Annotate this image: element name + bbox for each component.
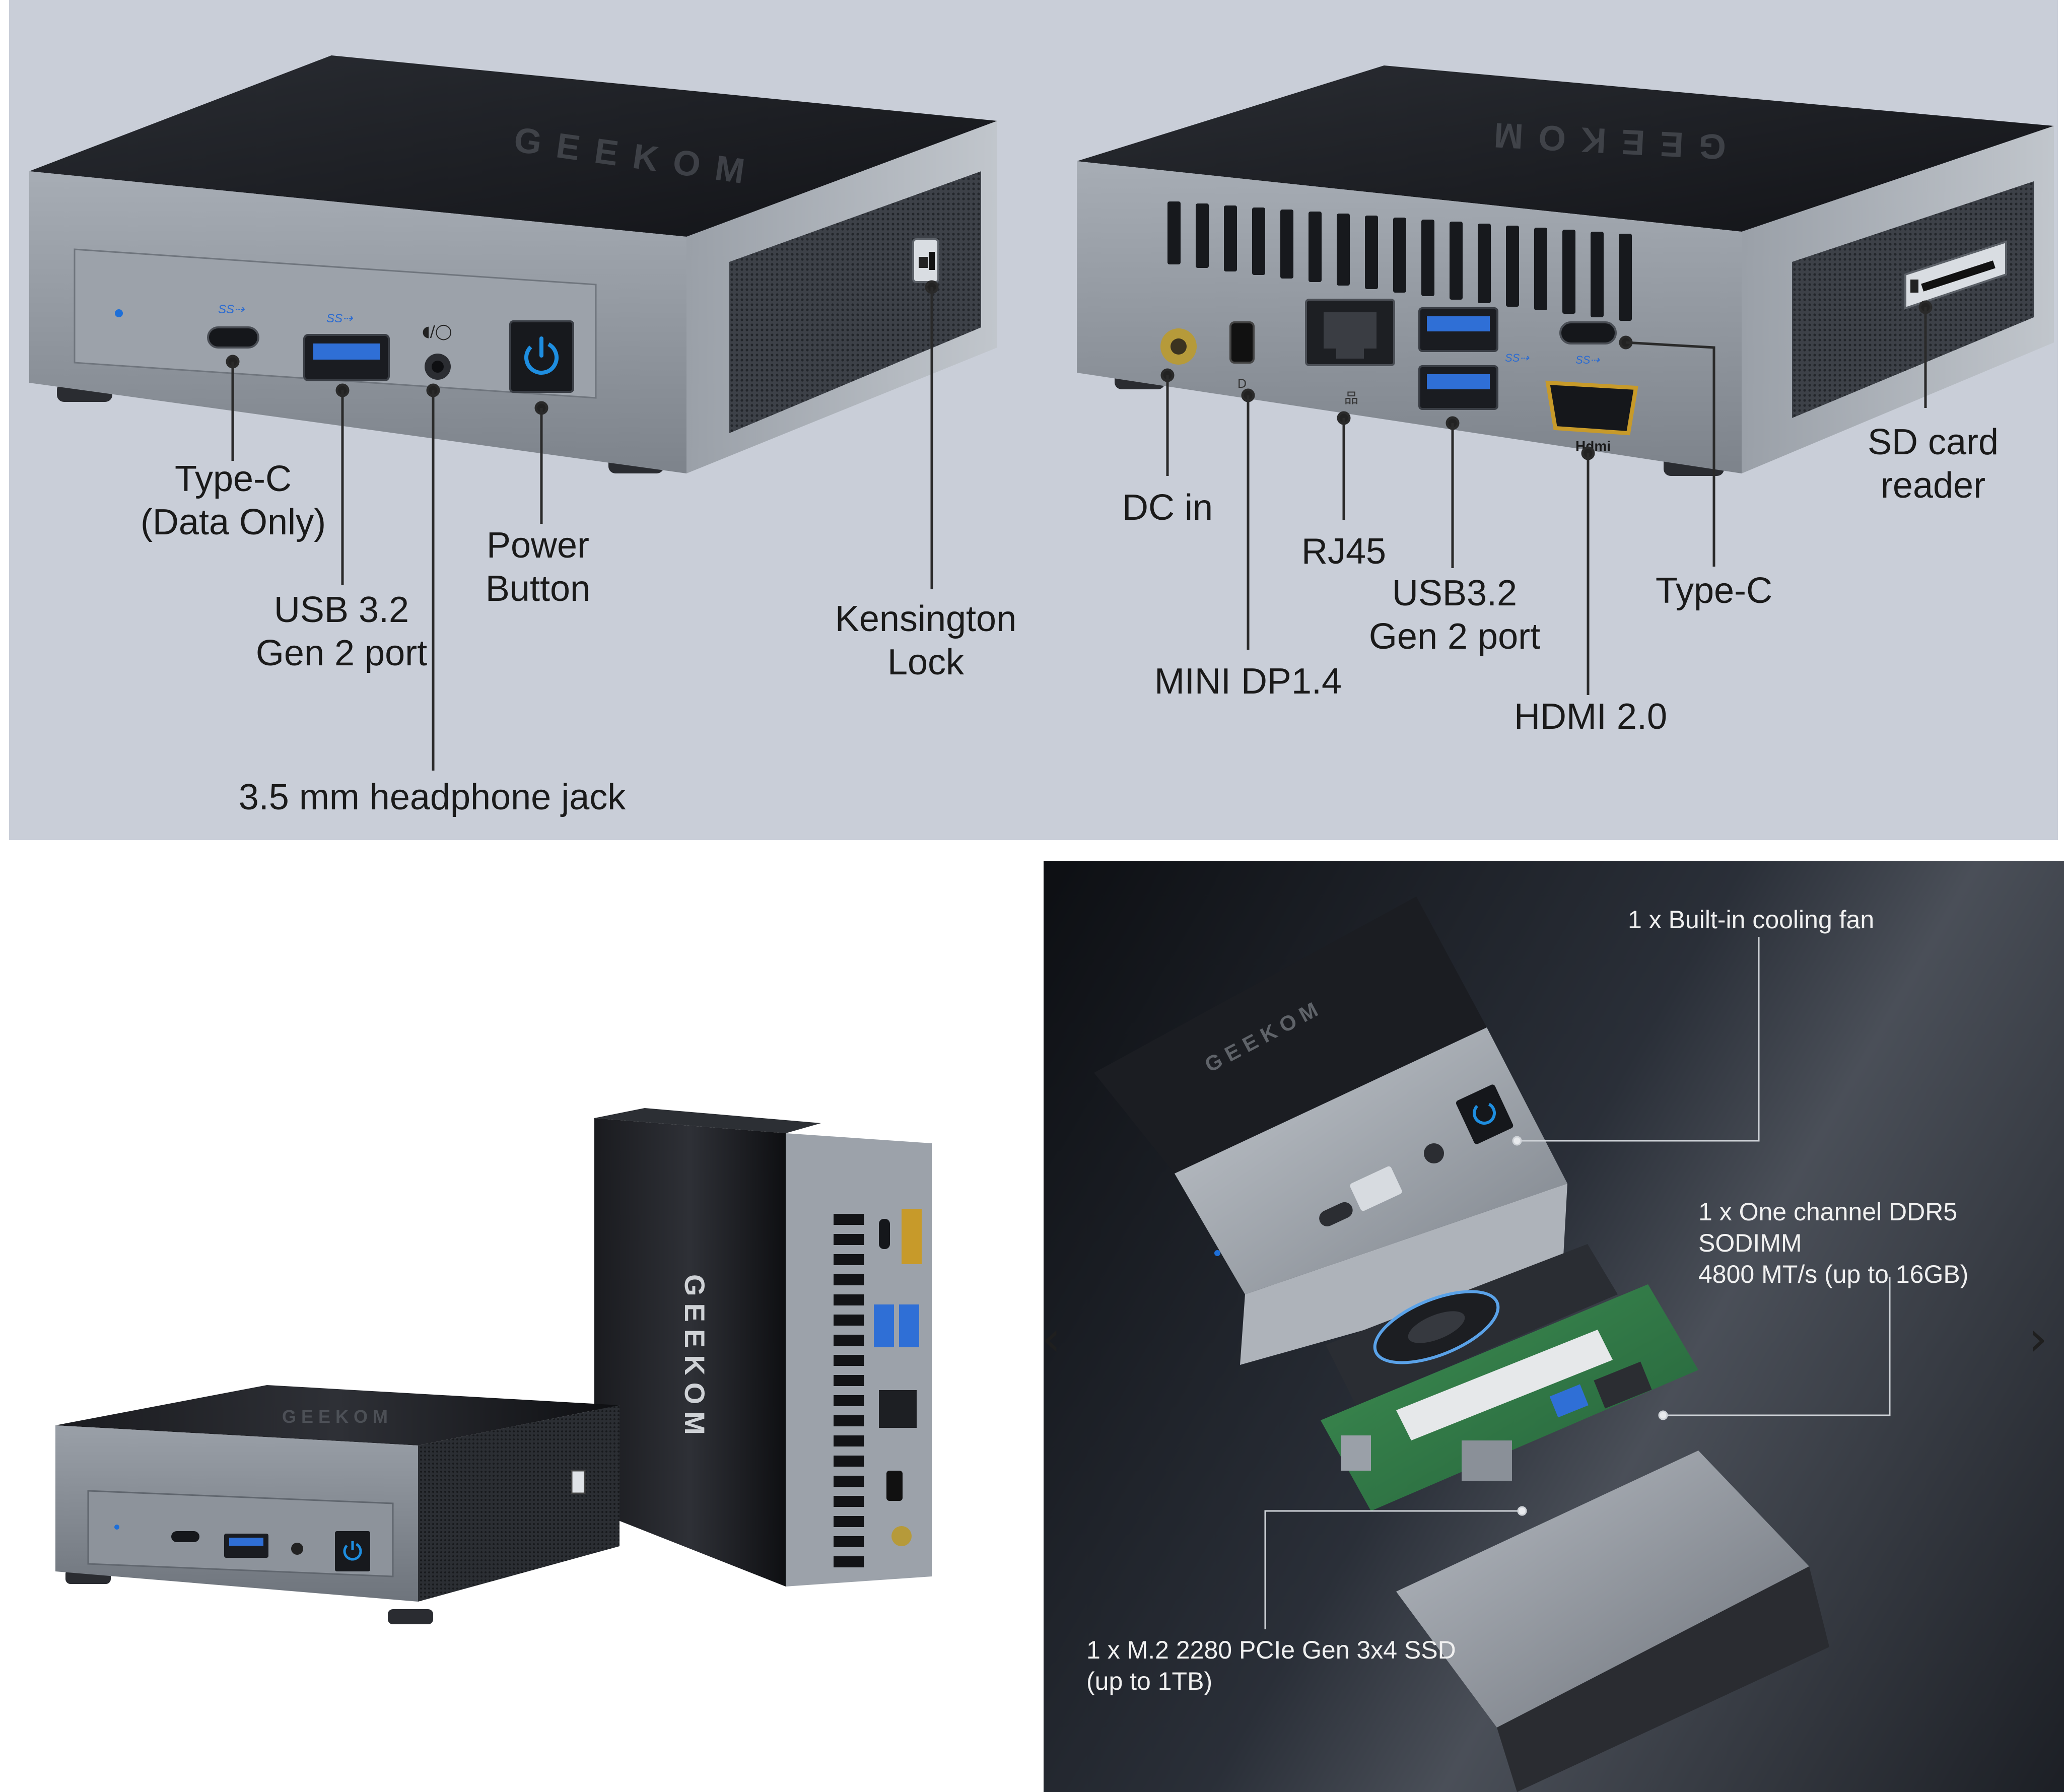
callout-rj45: RJ45 [1301,531,1387,572]
rear-usb-a-ports: SS⇢ [1418,307,1530,410]
callout-headphone-jack: 3.5 mm headphone jack [238,777,626,817]
callout-type-c-data-only: Type-C (Data Only) [140,459,326,542]
lying-unit-side [418,1405,620,1602]
power-icon [343,1542,362,1561]
callout-sd-card-reader: SD card reader [1867,422,1999,506]
callout-kensington-lock: Kensington Lock [835,599,1017,682]
kensington-lock-slot [912,238,939,283]
rj45-port: 品 [1305,299,1395,406]
front-view-device: GEEKOM SS⇢ SS⇢ ◖/◯ [29,55,997,473]
standing-unit-panel [594,1118,786,1587]
callout-power-button: Power Button [485,525,591,609]
sd-card-slot [1904,240,2007,310]
front-type-c-port: SS⇢ [207,303,259,349]
lying-unit-brand-text: GEEKOM [282,1406,393,1427]
label-m2-ssd: 1 x M.2 2280 PCIe Gen 3x4 SSD (up to 1TB… [1086,1636,1456,1695]
usb-ss-logo-icon: SS⇢ [326,312,353,325]
device-lid [29,55,997,237]
standing-unit-side [594,1108,821,1133]
usb-ss-logo-icon: SS⇢ [1505,352,1530,364]
front-callout-lines [226,280,939,771]
ports-diagram-panel: GEEKOM SS⇢ SS⇢ ◖/◯ [9,0,2058,840]
callout-rear-usb-port: USB3.2 Gen 2 port [1368,573,1541,657]
label-cooling-fan: 1 x Built-in cooling fan [1628,906,1875,934]
dc-in-port [1160,328,1197,365]
lying-unit-lid [55,1385,620,1445]
lock-icon [919,257,928,268]
label-ddr5-memory: 1 x One channel DDR5 SODIMM 4800 MT/s (u… [1698,1198,1969,1288]
power-button [509,320,574,393]
product-pair-photo: GEEKOM GEEKOM [0,861,1038,1792]
callout-mini-dp: MINI DP1.4 [1154,661,1342,702]
exploded-top-shell: GEEKOM [1094,897,1567,1365]
top-shell-skirt [1240,1184,1567,1365]
side-vent-mesh [729,171,981,433]
usb-ss-logo-icon: SS⇢ [1575,354,1600,366]
rear-vent-slots [1167,201,1632,321]
top-shell-lid [1094,897,1487,1174]
exploded-motherboard [1321,1284,1698,1511]
power-icon [524,340,559,375]
exploded-cooling-fan [1326,1244,1618,1405]
network-icon: 品 [1344,390,1358,406]
device-lid [1077,65,2054,232]
top-shell-front [1175,1027,1567,1294]
status-led [115,309,123,317]
callout-dc-in: DC in [1122,488,1213,528]
rear-view-device: GEEKOM [1077,65,2054,476]
product-pair-art: GEEKOM GEEKOM [55,1108,932,1624]
sd-card-icon [1910,280,1918,293]
front-usb-a-port: SS⇢ [303,312,390,381]
carousel-next-button[interactable]: › [2028,1311,2048,1367]
callout-rear-type-c: Type-C [1655,571,1773,611]
ports-diagram-art: GEEKOM SS⇢ SS⇢ ◖/◯ [29,55,2054,771]
mini-dp-port: D [1229,321,1255,391]
headphone-icon: ◖/◯ [422,323,452,340]
front-port-plate [74,248,597,399]
callout-hdmi: HDMI 2.0 [1513,697,1668,737]
exploded-view-panel: GEEKOM [1042,861,2064,1792]
carousel-prev-button[interactable]: ‹ [1042,1311,1061,1367]
callout-front-usb-port: USB 3.2 Gen 2 port [255,590,428,673]
lying-unit: GEEKOM [55,1385,620,1624]
exploded-chassis-tray [1396,1361,1829,1792]
exploded-callout-lines [1264,937,1891,1629]
displayport-icon: D [1237,377,1247,391]
standing-unit-vents [834,1214,864,1567]
usb-ss-logo-icon: SS⇢ [218,303,245,316]
rear-callout-lines [1160,300,1933,695]
exploded-view-art: GEEKOM [1094,897,1891,1792]
hdmi-port: Hdmi [1545,380,1638,454]
standing-unit-brand-text: GEEKOM [679,1274,711,1442]
rear-type-c-port: SS⇢ [1559,321,1617,366]
front-headphone-jack: ◖/◯ [422,323,452,380]
standing-unit: GEEKOM [594,1108,932,1587]
